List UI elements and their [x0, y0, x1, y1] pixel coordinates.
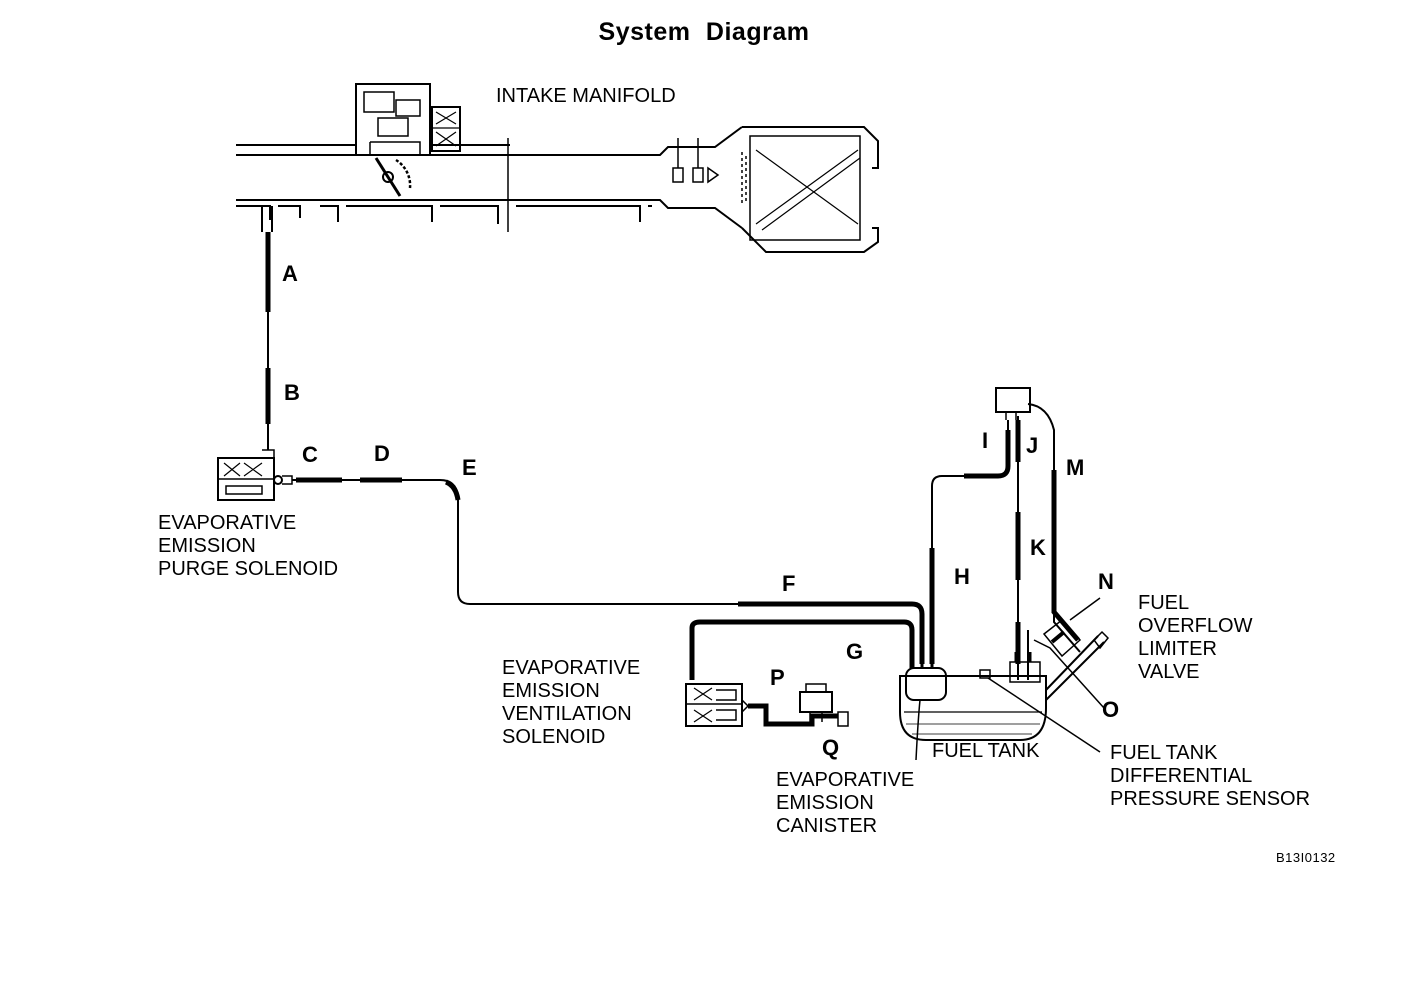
overflow-valve-label-line-4: VALVE — [1138, 661, 1200, 683]
leader-lines — [915, 597, 1105, 761]
intake-manifold — [236, 83, 879, 253]
hose-letter-a: A — [282, 261, 298, 286]
canister-label-line-3: CANISTER — [776, 815, 878, 837]
fuel-tank-label: FUEL TANK — [932, 740, 1040, 762]
purge-solenoid-label-line-1: EVAPORATIVE — [158, 512, 297, 534]
canister-hose-pq — [748, 703, 849, 727]
diagram-title: System Diagram — [598, 18, 810, 46]
pressure-sensor-label-line-2: DIFFERENTIAL — [1110, 765, 1253, 787]
vent-hose-g — [689, 619, 915, 680]
overflow-valve-label: FUEL OVERFLOW LIMITER VALVE — [1138, 592, 1252, 684]
hose-letter-j: J — [1026, 433, 1039, 458]
tank-hose-jk — [1015, 416, 1029, 680]
figure-code: B13I0132 — [1276, 850, 1336, 865]
pressure-sensor-label-line-3: PRESSURE SENSOR — [1110, 788, 1311, 810]
hose-letter-n: N — [1098, 569, 1114, 594]
purge-solenoid-label-line-3: PURGE SOLENOID — [158, 558, 339, 580]
pressure-sensor-unit — [995, 387, 1031, 420]
ventilation-solenoid-label-line-4: SOLENOID — [502, 726, 606, 748]
hose-letter-i: I — [982, 428, 989, 453]
ventilation-solenoid-label: EVAPORATIVE EMISSION VENTILATION SOLENOI… — [502, 657, 640, 749]
purge-solenoid-label: EVAPORATIVE EMISSION PURGE SOLENOID — [158, 512, 338, 581]
pressure-sensor-label-line-1: FUEL TANK — [1110, 742, 1218, 764]
hose-letter-c: C — [302, 442, 318, 467]
ventilation-solenoid-label-line-2: EMISSION — [502, 680, 600, 702]
pressure-sensor-label: FUEL TANK DIFFERENTIAL PRESSURE SENSOR — [1110, 742, 1310, 811]
purge-hose-cdef — [292, 477, 925, 668]
purge-solenoid-label-line-2: EMISSION — [158, 535, 256, 557]
tank-hose-hi — [929, 420, 1011, 668]
canister-label-line-1: EVAPORATIVE — [776, 769, 915, 791]
canister-label-line-2: EMISSION — [776, 792, 874, 814]
ventilation-solenoid-label-line-1: EVAPORATIVE — [502, 657, 641, 679]
hose-letter-g: G — [846, 639, 864, 664]
overflow-valve-label-line-3: LIMITER — [1138, 638, 1217, 660]
tank-hose-m — [1027, 403, 1081, 653]
hose-letter-p: P — [770, 665, 785, 690]
evaporative-canister — [799, 683, 833, 722]
overflow-valve-label-line-2: OVERFLOW — [1138, 615, 1253, 637]
canister-label: EVAPORATIVE EMISSION CANISTER — [776, 769, 914, 838]
hose-letter-m: M — [1066, 455, 1085, 480]
hose-letter-k: K — [1030, 535, 1046, 560]
hose-letter-o: O — [1102, 697, 1120, 722]
purge-solenoid — [217, 449, 293, 501]
hose-letter-e: E — [462, 455, 477, 480]
intake-manifold-label: INTAKE MANIFOLD — [496, 85, 676, 107]
overflow-valve-label-line-1: FUEL — [1138, 592, 1190, 614]
hose-letter-f: F — [782, 571, 796, 596]
hose-letter-h: H — [954, 564, 970, 589]
hose-letter-q: Q — [822, 735, 840, 760]
hose-letter-d: D — [374, 441, 390, 466]
hose-letter-b: B — [284, 380, 300, 405]
ventilation-solenoid-label-line-3: VENTILATION — [502, 703, 632, 725]
ventilation-solenoid — [685, 683, 750, 727]
